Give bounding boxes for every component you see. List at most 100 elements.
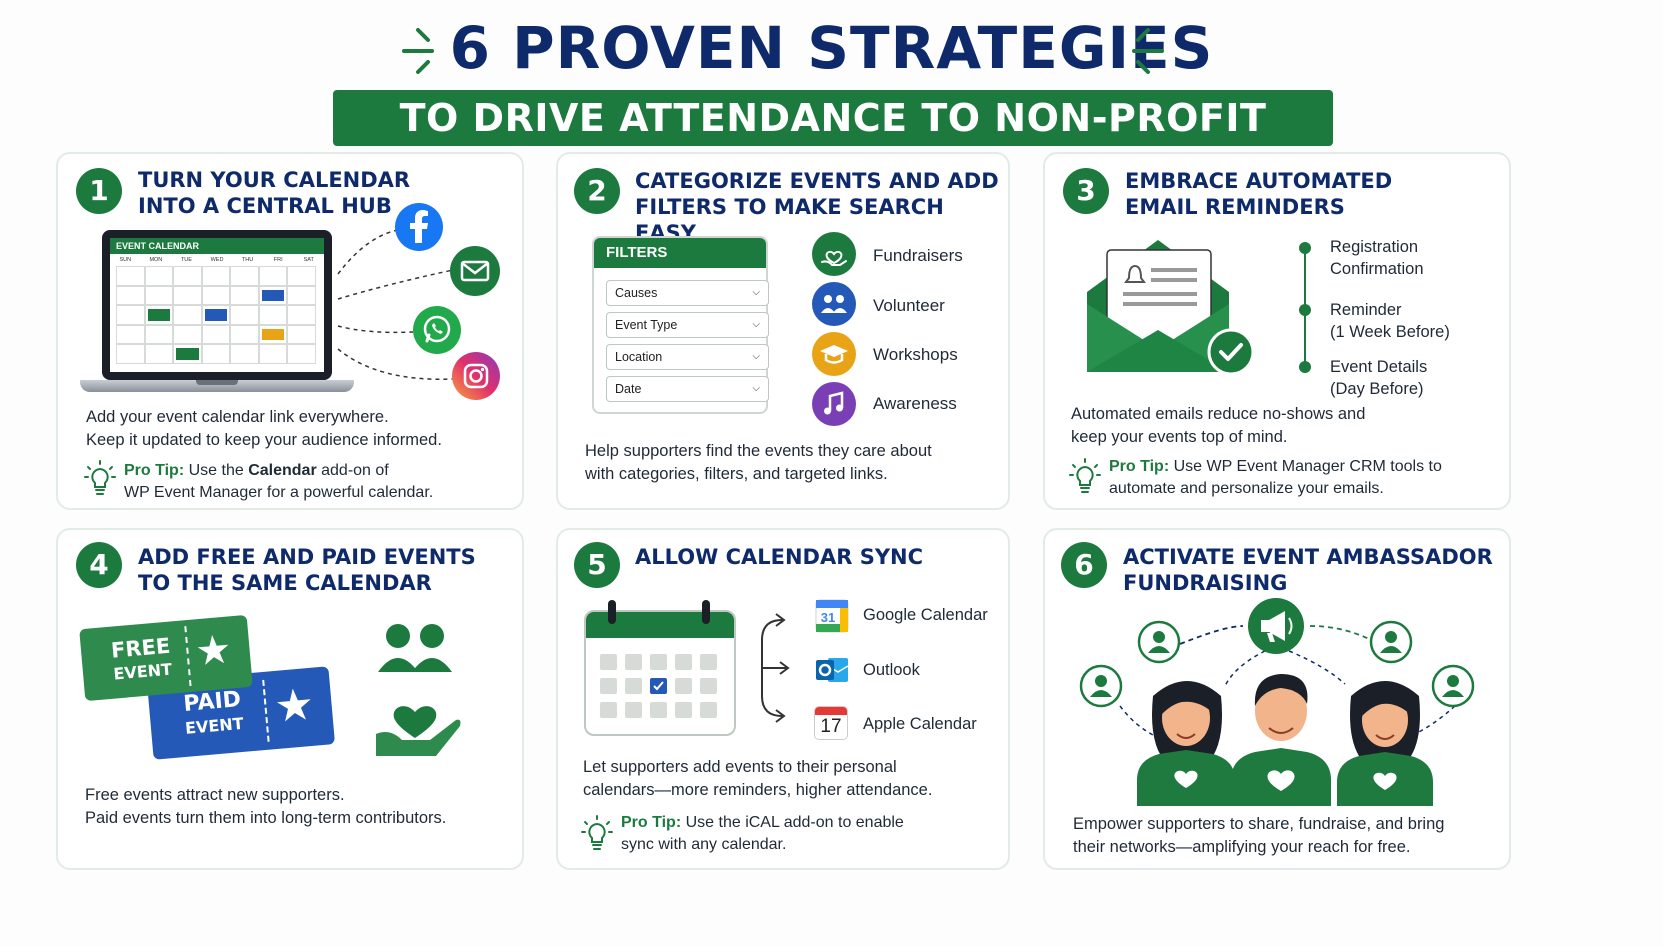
calendar-cell: [287, 344, 316, 364]
card-description: Let supporters add events to their perso…: [583, 758, 933, 799]
weekday-label: THU: [241, 257, 254, 263]
calendar-day-box: [700, 678, 717, 694]
chevron-down-icon: ⌵: [752, 287, 760, 298]
outlook-icon: [816, 658, 849, 682]
timeline-dot: [1299, 361, 1311, 373]
calendar-cell: [258, 285, 288, 306]
calendar-day-box: [700, 702, 717, 718]
card-title: EMBRACE AUTOMATED EMAIL REMINDERS: [1125, 169, 1393, 219]
graduation-cap-icon: [812, 332, 856, 376]
outlook-label: Outlook: [863, 661, 920, 679]
calendar-cell: [173, 344, 202, 364]
weekday-label: MON: [149, 257, 163, 263]
filter-event-type-select[interactable]: Event Type⌵: [606, 312, 769, 338]
card-ambassador-fundraising: 6 ACTIVATE EVENT AMBASSADOR FUNDRAISING: [1043, 528, 1511, 870]
card-description: Automated emails reduce no-shows and kee…: [1071, 405, 1366, 446]
calendar-cell: [230, 305, 259, 325]
filter-date-select[interactable]: Date⌵: [606, 376, 769, 402]
calendar-cell: [201, 344, 231, 364]
calendar-cell: [116, 344, 145, 364]
calendar-day-box: [600, 654, 617, 670]
lightbulb-icon: [84, 460, 116, 495]
calendar-event-block: [176, 348, 199, 360]
calendar-cell: [287, 324, 316, 345]
card-title: CATEGORIZE EVENTS AND ADD FILTERS TO MAK…: [635, 169, 999, 245]
card-categorize-filters: 2 CATEGORIZE EVENTS AND ADD FILTERS TO M…: [556, 152, 1010, 510]
calendar-cell: [287, 285, 316, 306]
calendar-cell: [201, 324, 231, 345]
calendar-cell: [258, 344, 288, 364]
left-sparkle-icon: [402, 28, 434, 74]
calendar-cell: [201, 305, 231, 325]
calendar-day-box: [700, 654, 717, 670]
calendar-cell: [258, 266, 288, 286]
calendar-cell: [258, 305, 288, 325]
calendar-cell: [230, 285, 259, 306]
instagram-icon: [452, 352, 500, 400]
category-workshops: Workshops: [873, 345, 958, 364]
people-group-icon: [812, 282, 856, 326]
calendar-cell: [144, 285, 174, 306]
calendar-event-block: [147, 309, 171, 321]
calendar-cell: [173, 305, 202, 325]
calendar-grid: [116, 266, 316, 364]
svg-text:31: 31: [821, 610, 835, 625]
step-event-details: Event Details(Day Before): [1330, 358, 1428, 398]
calendar-cell: [144, 324, 174, 345]
calendar-cell: [258, 324, 288, 345]
calendar-day-box: [625, 678, 642, 694]
ambassador-network-illustration: [1079, 598, 1475, 806]
calendar-cell: [201, 285, 231, 306]
calendar-cell: [116, 305, 145, 325]
calendar-event-block: [204, 309, 228, 321]
calendar-cell: [173, 324, 202, 345]
card-number: 2: [574, 168, 620, 214]
music-note-icon: [812, 382, 856, 426]
calendar-cell: [144, 305, 174, 325]
calendar-cell: [230, 324, 259, 345]
card-calendar-sync: 5 ALLOW CALENDAR SYNC 31 Google Calendar: [556, 528, 1010, 870]
weekday-label: FRI: [273, 257, 283, 263]
calendar-cell: [201, 266, 231, 286]
calendar-cell: [144, 266, 174, 286]
calendar-day-box: [650, 654, 667, 670]
google-calendar-icon: 31: [815, 599, 849, 633]
lightbulb-icon: [581, 815, 613, 850]
calendar-day-box: [625, 654, 642, 670]
calendar-cell: [144, 344, 174, 364]
free-event-ticket: FREE EVENT ★: [79, 614, 253, 702]
calendar-cell: [230, 266, 259, 286]
filter-causes-select[interactable]: Causes⌵: [606, 280, 769, 306]
weekday-label: SUN: [119, 257, 132, 263]
chevron-down-icon: ⌵: [752, 351, 760, 362]
calendar-illustration: [584, 610, 736, 736]
calendar-cell: [116, 324, 145, 345]
calendar-day-box: [675, 678, 692, 694]
community-heart-hand-icon: [376, 624, 461, 756]
calendar-day-box: [650, 702, 667, 718]
subtitle-banner: TO DRIVE ATTENDANCE TO NON-PROFIT EVENTS: [333, 90, 1333, 196]
card-number: 5: [574, 542, 620, 588]
card-description: Free events attract new supporters. Paid…: [85, 786, 447, 827]
filter-location-select[interactable]: Location⌵: [606, 344, 769, 370]
calendar-day-box: [675, 702, 692, 718]
calendar-cell: [287, 266, 316, 286]
category-fundraisers: Fundraisers: [873, 246, 963, 265]
sync-arrows: [761, 613, 790, 723]
card-title: ALLOW CALENDAR SYNC: [635, 545, 924, 569]
timeline-dot: [1299, 242, 1311, 254]
card-number: 3: [1063, 168, 1109, 214]
filters-panel: FILTERS Causes⌵ Event Type⌵ Location⌵ Da…: [592, 236, 769, 414]
calendar-header-label: EVENT CALENDAR: [110, 238, 324, 254]
pro-tip: Pro Tip: Use WP Event Manager CRM tools …: [1109, 458, 1442, 497]
card-title: ADD FREE AND PAID EVENTS TO THE SAME CAL…: [138, 545, 476, 595]
weekday-label: SAT: [303, 257, 314, 263]
calendar-day-box: [625, 702, 642, 718]
card-description: Help supporters find the events they car…: [585, 442, 932, 483]
card-description: Add your event calendar link everywhere.…: [86, 408, 442, 449]
weekday-label: TUE: [180, 257, 192, 263]
card-description: Empower supporters to share, fundraise, …: [1073, 815, 1445, 856]
right-sparkle-icon: [1132, 28, 1164, 74]
card-number: 1: [76, 168, 122, 214]
